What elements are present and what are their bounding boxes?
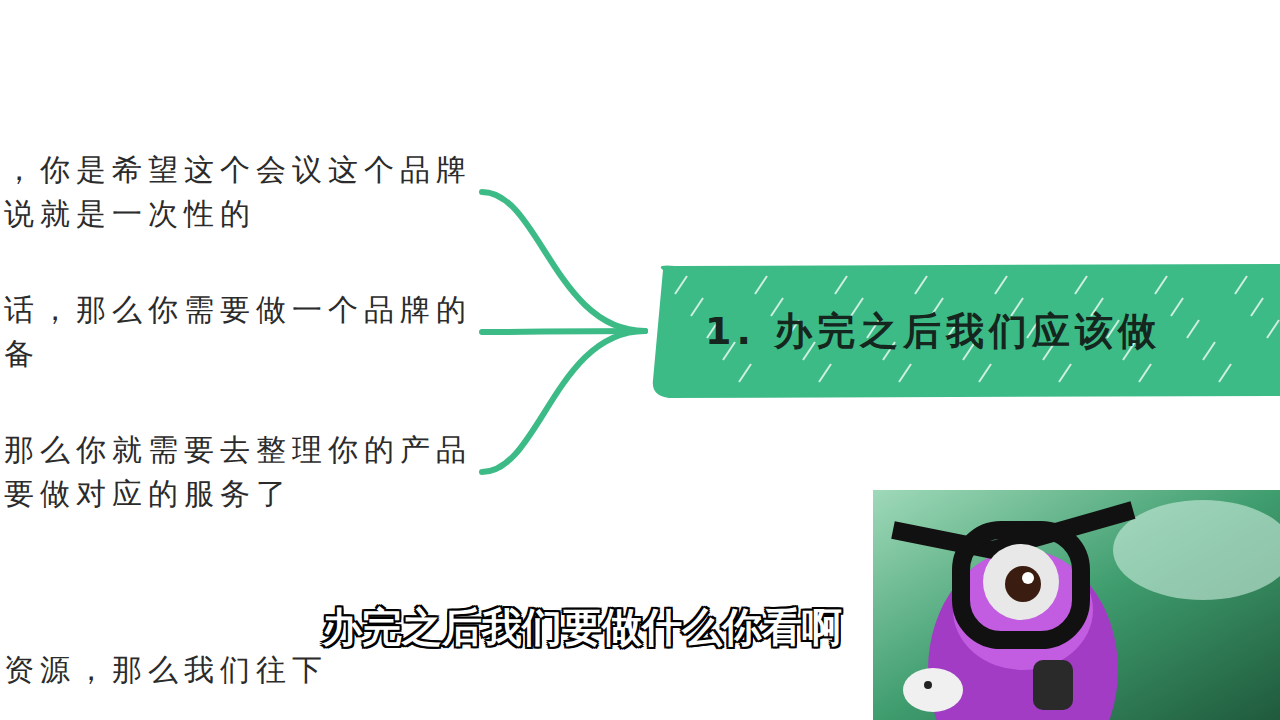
branch-connector — [482, 331, 645, 472]
branch-text: 话，那么你需要做一个品牌的 备 — [4, 288, 494, 376]
branch-note: 那么你就需要去整理你的产品 要做对应的服务了 — [4, 428, 494, 516]
branch-note: 话，那么你需要做一个品牌的 备 — [4, 288, 494, 376]
branch-text: ，你是希望这个会议这个品牌 说就是一次性的 — [4, 148, 494, 236]
character-illustration — [873, 490, 1280, 720]
branch-text: 那么你就需要去整理你的产品 要做对应的服务了 — [4, 428, 494, 516]
branch-note: ，你是希望这个会议这个品牌 说就是一次性的 — [4, 148, 494, 236]
branch-connector — [482, 192, 645, 331]
topic-band: 1. 办完之后我们应该做 — [645, 262, 1280, 400]
video-subtitle: 办完之后我们要做什么你看啊 — [322, 600, 842, 655]
topic-title: 1. 办完之后我们应该做 — [645, 262, 1280, 357]
cut-note: 资源，那么我们往下 — [4, 648, 328, 692]
